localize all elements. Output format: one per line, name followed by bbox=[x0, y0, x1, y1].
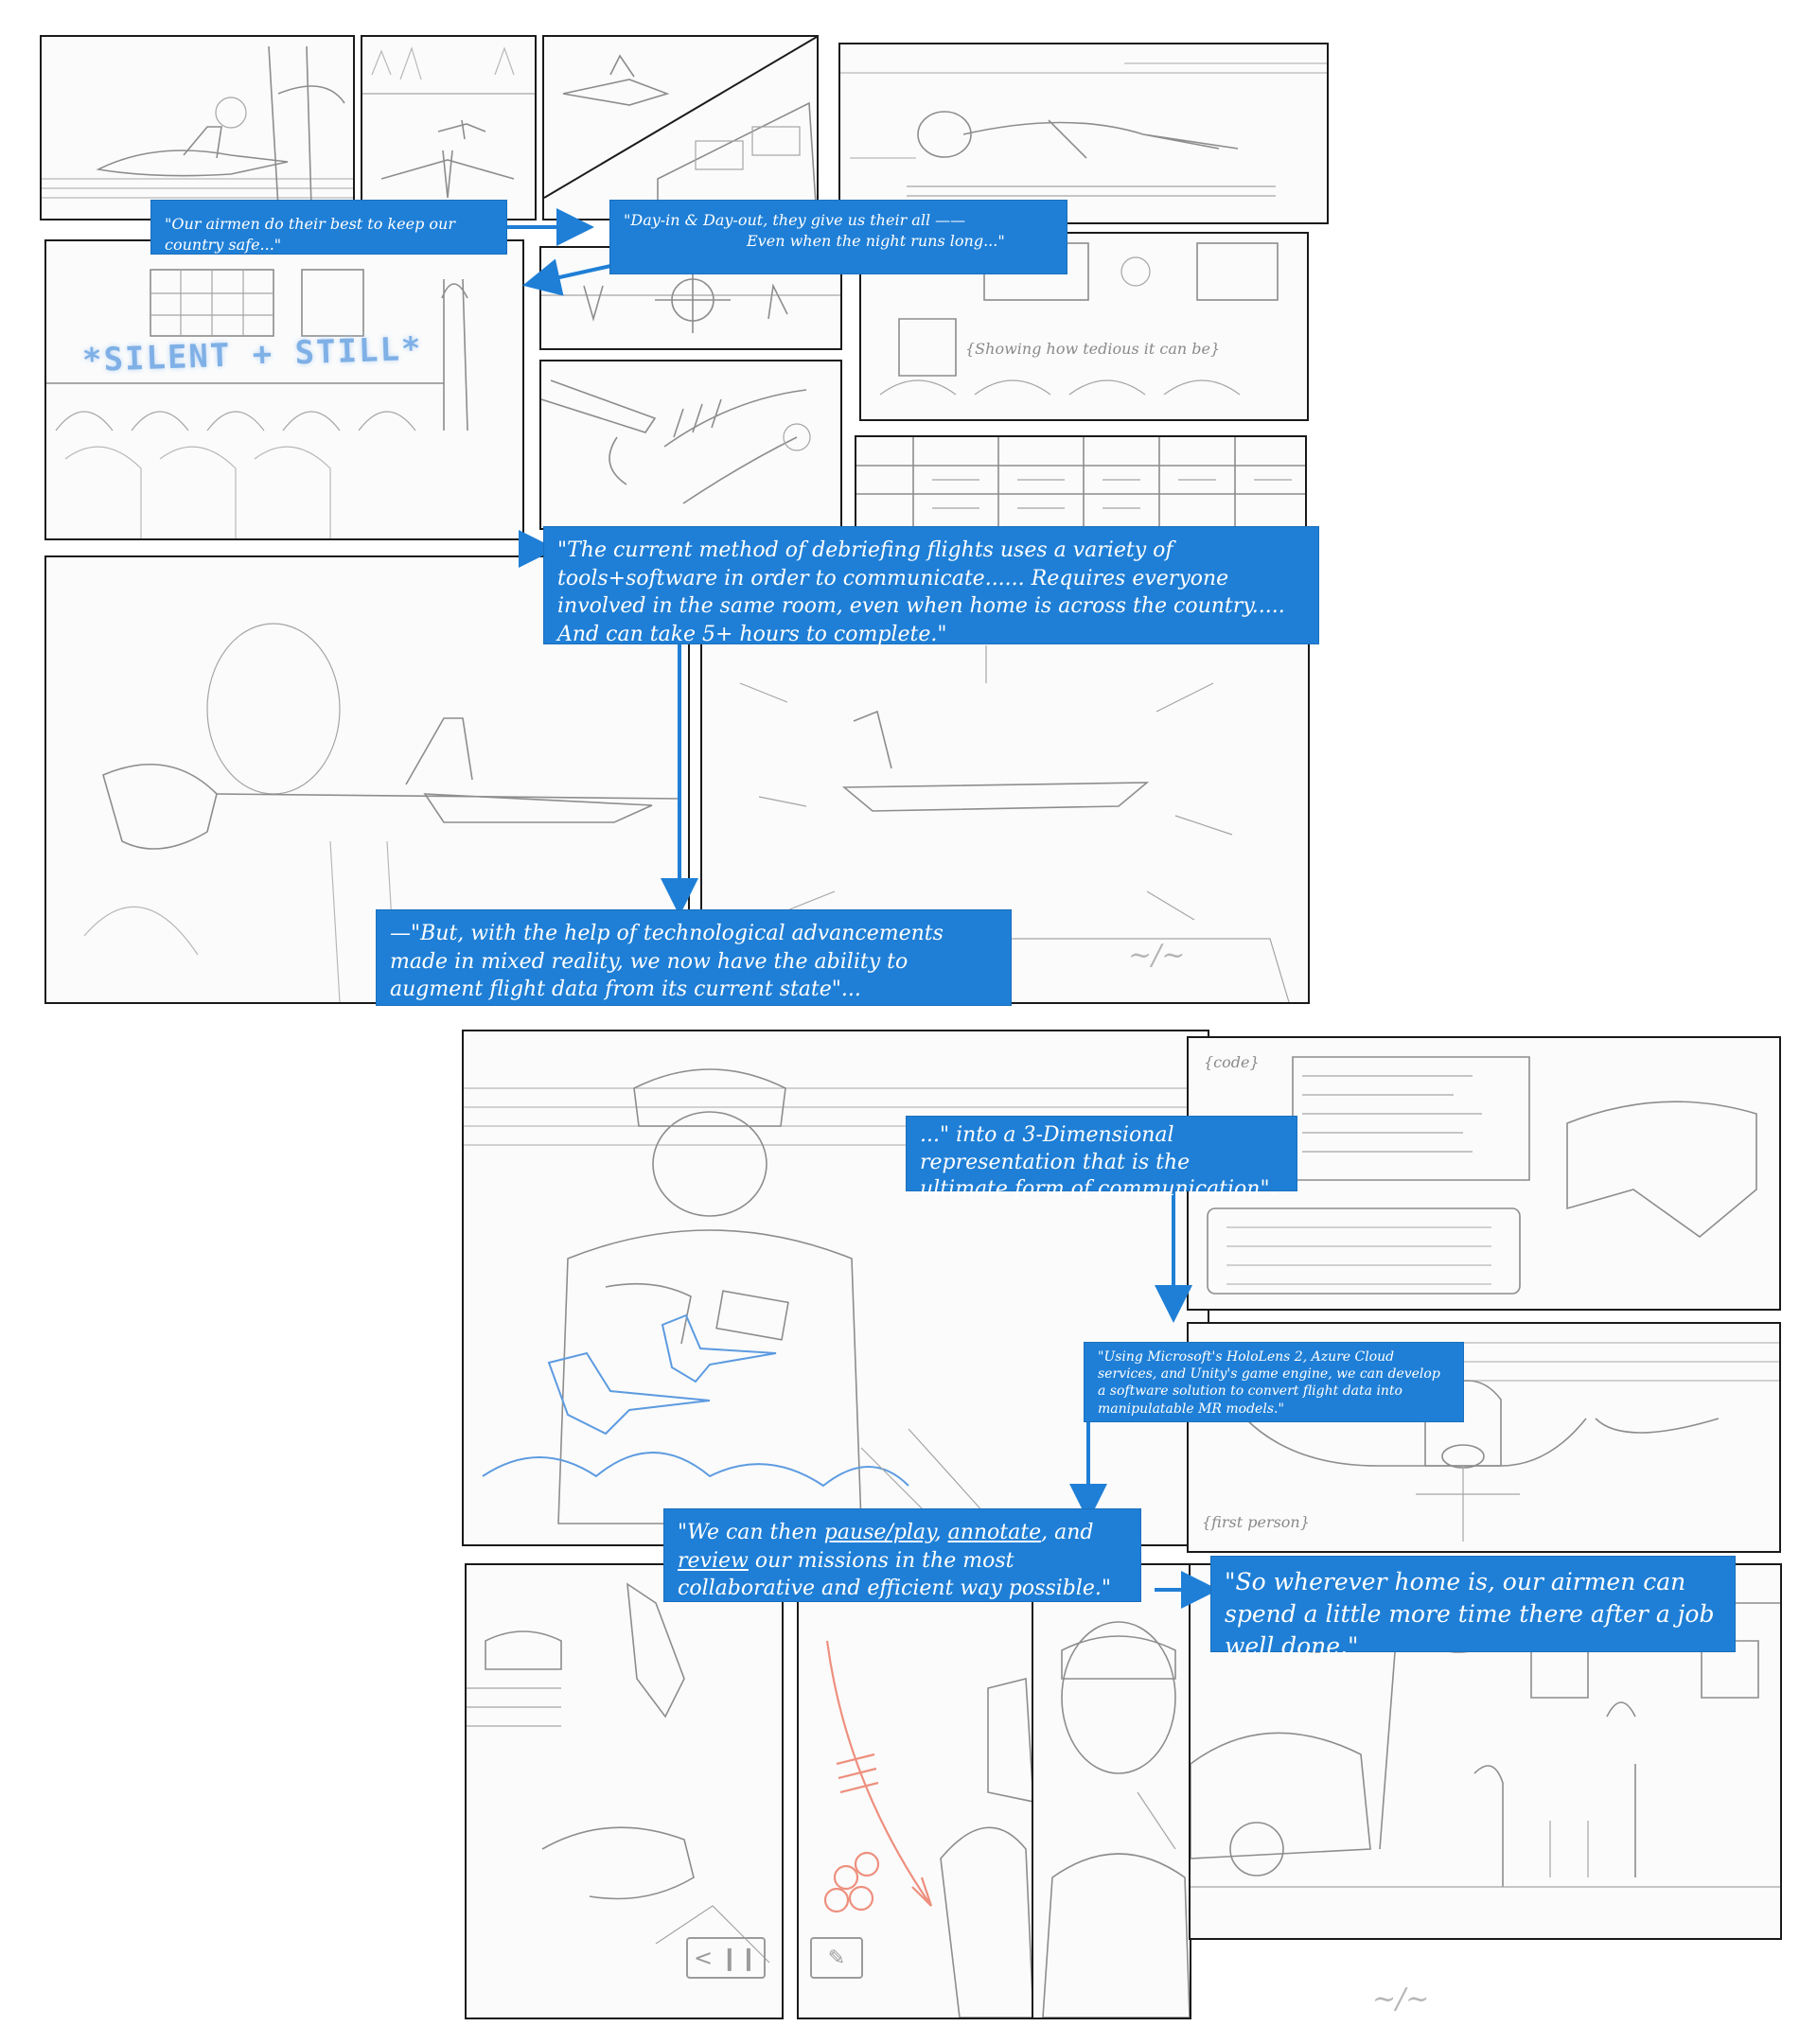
caption-pause-play: pause/play bbox=[823, 1521, 935, 1544]
panel-runway-jets bbox=[361, 35, 537, 220]
caption-3d-representation: ..." into a 3-Dimensional representation… bbox=[907, 1117, 1297, 1201]
caption-hololens-tech: "Using Microsoft's HoloLens 2, Azure Clo… bbox=[1085, 1343, 1463, 1421]
caption-day-in-day-out: "Day-in & Day-out, they give us their al… bbox=[610, 201, 1067, 273]
first-person-note: {first person} bbox=[1202, 1513, 1310, 1531]
panel-annotate: ✎ bbox=[797, 1563, 1035, 2019]
panel-pen-drawing bbox=[539, 360, 842, 530]
artist-signature-2: ~/~ bbox=[1372, 1982, 1430, 2016]
panel-pilot-sleeping bbox=[838, 43, 1329, 224]
pen-icon[interactable]: ✎ bbox=[810, 1937, 863, 1979]
caption-day-in-line2: Even when the night runs long..." bbox=[747, 231, 1005, 250]
caption-review: review bbox=[678, 1548, 749, 1573]
panel-jet-hangar bbox=[40, 35, 355, 220]
caption-c7-pre: "We can then bbox=[678, 1521, 824, 1544]
panel-cockpit-diagonal bbox=[542, 35, 819, 220]
caption-day-in-line1: "Day-in & Day-out, they give us their al… bbox=[624, 211, 966, 229]
artist-signature-1: ~/~ bbox=[1128, 939, 1186, 972]
caption-pause-annotate-review: "We can then pause/play, annotate, and r… bbox=[664, 1509, 1140, 1601]
caption-mixed-reality: —"But, with the help of technological ad… bbox=[377, 910, 1011, 1005]
panel-data-table bbox=[855, 435, 1307, 530]
caption-c7-post: our missions in the most collaborative a… bbox=[678, 1548, 1111, 1601]
panel-briefing-room: *SILENT + STILL* bbox=[44, 239, 524, 540]
caption-c7-sep2: , and bbox=[1041, 1521, 1094, 1544]
panel-review bbox=[1032, 1563, 1191, 2019]
code-note: {code} bbox=[1204, 1053, 1260, 1071]
caption-current-method: "The current method of debriefing flight… bbox=[544, 527, 1318, 646]
playback-controls-icon[interactable]: < ❙❙ bbox=[686, 1937, 766, 1979]
caption-airmen-safe: "Our airmen do their best to keep our co… bbox=[151, 201, 506, 254]
caption-annotate: annotate bbox=[947, 1521, 1042, 1544]
panel-hololens-pilot bbox=[462, 1030, 1209, 1546]
tedious-note: {Showing how tedious it can be} bbox=[965, 340, 1221, 358]
caption-c7-sep1: , bbox=[934, 1521, 948, 1544]
caption-home-job-well-done: "So wherever home is, our airmen can spe… bbox=[1211, 1557, 1735, 1660]
panel-hand-model: < ❙❙ bbox=[465, 1563, 784, 2019]
